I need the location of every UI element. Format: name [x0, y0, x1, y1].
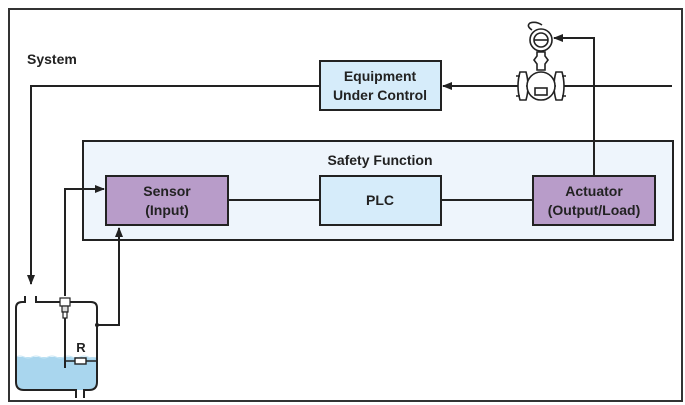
resistor-label: R: [76, 340, 86, 355]
actuator-label-line2: (Output/Load): [548, 202, 641, 218]
liquid-tank-icon: [15, 296, 99, 398]
level-probe-icon: [59, 297, 71, 368]
safety-function-title: Safety Function: [327, 152, 432, 168]
resistor-icon: [66, 357, 97, 365]
flow-meter-icon: [516, 21, 566, 101]
equipment-label-line1: Equipment: [344, 68, 417, 84]
sensor-label-line1: Sensor: [143, 183, 191, 199]
tank-to-sensor-line: [97, 227, 123, 326]
actuator-label-line1: Actuator: [565, 183, 623, 199]
actuator-output-box: [532, 175, 656, 226]
system-label: System: [27, 51, 77, 67]
actuator-to-valve-line: [553, 34, 595, 176]
equipment-label-line2: Under Control: [333, 87, 427, 103]
sensor-label-line2: (Input): [145, 202, 189, 218]
plc-label: PLC: [366, 192, 394, 208]
plc-box: [319, 175, 442, 226]
equipment-to-tank-line: [27, 85, 320, 285]
probe-to-sensor-line: [64, 185, 105, 296]
